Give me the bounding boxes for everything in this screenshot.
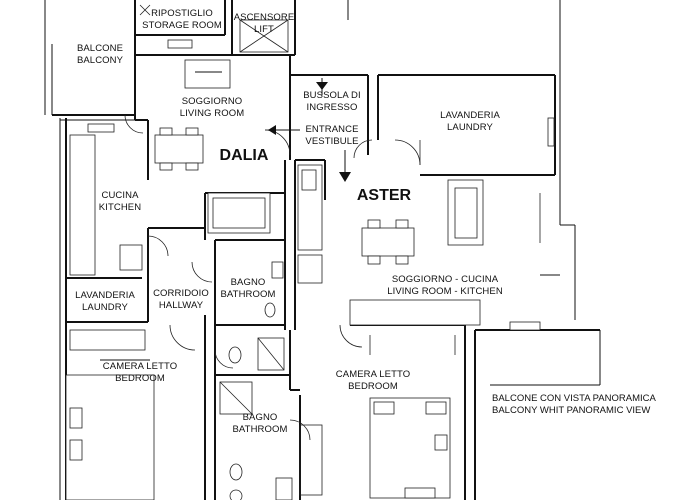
balcony-left-label: BALCONE: [77, 43, 123, 54]
entrance-label-en: VESTIBULE: [305, 136, 358, 147]
vestibule-label-en: INGRESSO: [307, 102, 358, 113]
entrance-arrows: [268, 78, 351, 182]
balcony-panoramic-label-en: BALCONY WHIT PANORAMIC VIEW: [492, 405, 650, 416]
bedroom-right-label: CAMERA LETTO: [336, 369, 410, 380]
dalia-living-label-en: LIVING ROOM: [180, 108, 244, 119]
laundry-left-label: LAVANDERIA: [75, 290, 135, 301]
furniture: [65, 4, 560, 500]
unit-aster-label: ASTER: [357, 187, 412, 204]
balcony-left-label-en: BALCONY: [77, 55, 124, 66]
hallway-label: CORRIDOIO: [153, 288, 209, 299]
laundry-left-label-en: LAUNDRY: [82, 302, 128, 313]
bedroom-left-label: CAMERA LETTO: [103, 361, 177, 372]
hallway-label-en: HALLWAY: [159, 300, 204, 311]
bath-dalia-label: BAGNO: [231, 277, 266, 288]
walls: [44, 0, 601, 500]
aster-living-label: SOGGIORNO - CUCINA: [392, 274, 499, 285]
kitchen-label-en: KITCHEN: [99, 202, 141, 213]
dalia-living-label: SOGGIORNO: [182, 96, 243, 107]
lift-label-en: LIFT: [254, 24, 274, 35]
lift-label: ASCENSORE: [234, 12, 295, 23]
room-labels: RIPOSTIGLIO STORAGE ROOM ASCENSORE LIFT …: [75, 8, 656, 435]
aster-living-label-en: LIVING ROOM - KITCHEN: [387, 286, 503, 297]
laundry-right-label: LAVANDERIA: [440, 110, 500, 121]
doors: [124, 114, 421, 441]
vestibule-label: BUSSOLA DI: [303, 90, 361, 101]
entrance-label: ENTRANCE: [305, 124, 358, 135]
kitchen-label: CUCINA: [101, 190, 139, 201]
bedroom-right-label-en: BEDROOM: [348, 381, 398, 392]
bedroom-left-label-en: BEDROOM: [115, 373, 165, 384]
unit-dalia-label: DALIA: [220, 147, 269, 164]
bath-dalia-label-en: BATHROOM: [221, 289, 276, 300]
storage-label: RIPOSTIGLIO: [151, 8, 213, 19]
storage-label-en: STORAGE ROOM: [142, 20, 222, 31]
laundry-right-label-en: LAUNDRY: [447, 122, 493, 133]
bath-lower-label-en: BATHROOM: [233, 424, 288, 435]
balcony-panoramic-label: BALCONE CON VISTA PANORAMICA: [492, 393, 656, 404]
bath-lower-label: BAGNO: [243, 412, 278, 423]
